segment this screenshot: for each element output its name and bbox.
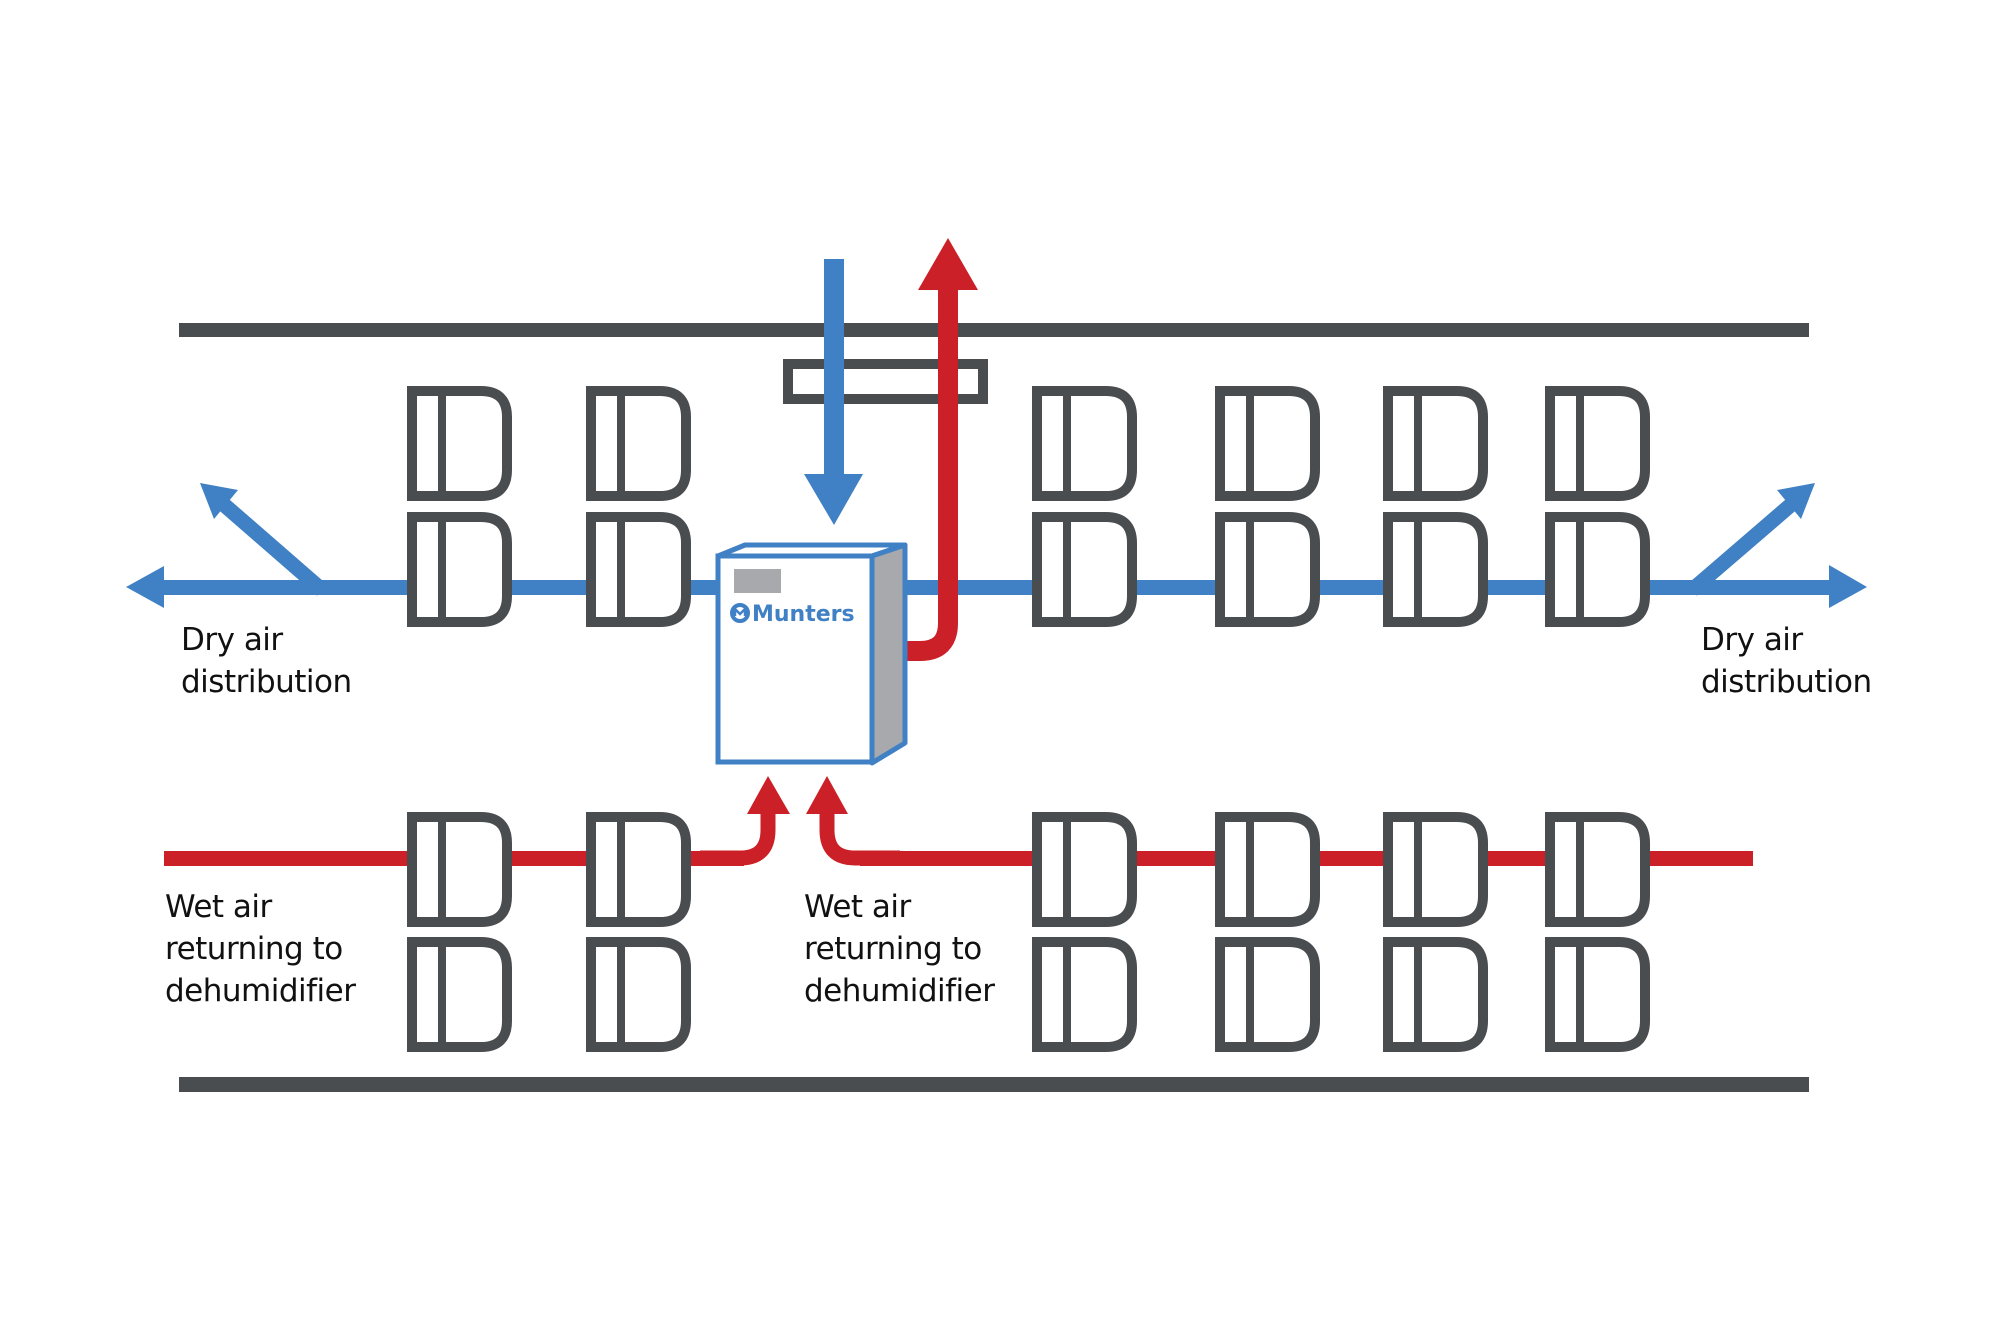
intake-down-arrowhead [804, 474, 863, 525]
dry-air-right-branch-arrowhead [1777, 483, 1815, 519]
exhaust-out [900, 238, 978, 661]
dry-air-right-arrowhead [1829, 565, 1867, 608]
rack-outline [1383, 386, 1488, 501]
dehumidifier-unit[interactable]: Munters [715, 542, 908, 766]
rack-upper-2-1 [586, 386, 691, 501]
rack-upper-6-2 [1545, 512, 1650, 627]
rack-group [407, 386, 1650, 1052]
rack-outline [1032, 512, 1137, 627]
rack-outline [586, 386, 691, 501]
unit-side-face [869, 542, 908, 766]
dry-air-right-line-1: Dry air [1701, 622, 1803, 658]
rack-upper-3-2 [1032, 512, 1137, 627]
wet-air-left-line-2: returning to [165, 931, 343, 967]
wet-air-line [164, 776, 1753, 866]
rack-lower-2-2 [586, 937, 691, 1052]
exhaust-duct [900, 285, 958, 661]
rack-upper-4-2 [1215, 512, 1320, 627]
outside-air-intake [804, 259, 863, 525]
rack-lower-1-1 [407, 812, 512, 927]
munters-logo-icon [730, 603, 750, 623]
rack-lower-5-2 [1383, 937, 1488, 1052]
dry-air-left-branch-arrowhead [200, 483, 238, 519]
rack-lower-3-1 [1032, 812, 1137, 927]
wet-air-left-label: Wet air returning to dehumidifier [165, 889, 356, 1009]
unit-display-panel [734, 569, 781, 593]
rack-upper-1-2 [407, 512, 512, 627]
rack-upper-5-1 [1383, 386, 1488, 501]
rack-upper-2-2 [586, 512, 691, 627]
top-wall [179, 323, 1809, 337]
rack-outline [1383, 512, 1488, 627]
wet-air-left-up-arrowhead [747, 776, 790, 814]
wet-air-right-elbow [819, 810, 900, 866]
intake-duct [824, 259, 844, 477]
dry-air-right-line-2: distribution [1701, 664, 1872, 700]
rack-outline [407, 812, 512, 927]
rack-outline [1215, 812, 1320, 927]
rack-outline [1032, 812, 1137, 927]
wet-air-right-up-arrowhead [806, 776, 848, 814]
rack-outline [1383, 812, 1488, 927]
rack-outline [1545, 386, 1650, 501]
wet-air-center-line-3: dehumidifier [804, 973, 995, 1009]
rack-outline [407, 386, 512, 501]
dry-air-left-line-1: Dry air [181, 622, 283, 658]
rack-outline [1032, 937, 1137, 1052]
dry-air-right-label: Dry air distribution [1701, 622, 1872, 700]
rack-lower-4-1 [1215, 812, 1320, 927]
rack-lower-6-1 [1545, 812, 1650, 927]
rack-lower-2-1 [586, 812, 691, 927]
wet-air-center-line-1: Wet air [804, 889, 912, 925]
rack-outline [1545, 512, 1650, 627]
rack-upper-4-1 [1215, 386, 1320, 501]
dry-air-left-line-2: distribution [181, 664, 352, 700]
rack-outline [1383, 937, 1488, 1052]
rack-lower-3-2 [1032, 937, 1137, 1052]
rack-outline [1215, 937, 1320, 1052]
rack-outline [1032, 386, 1137, 501]
rack-outline [1545, 812, 1650, 927]
rack-upper-6-1 [1545, 386, 1650, 501]
dry-air-right-branch [1687, 497, 1798, 596]
rack-upper-3-1 [1032, 386, 1137, 501]
dry-air-left-label: Dry air distribution [181, 622, 352, 700]
rack-outline [407, 512, 512, 627]
wet-air-left-line-3: dehumidifier [165, 973, 356, 1009]
rack-lower-1-2 [407, 937, 512, 1052]
wet-air-center-line-2: returning to [804, 931, 982, 967]
rack-outline [586, 937, 691, 1052]
rack-outline [407, 937, 512, 1052]
rack-lower-6-2 [1545, 937, 1650, 1052]
rack-outline [586, 512, 691, 627]
rack-lower-4-2 [1215, 937, 1320, 1052]
wet-air-center-label: Wet air returning to dehumidifier [804, 889, 995, 1009]
rack-upper-5-2 [1383, 512, 1488, 627]
bottom-wall [179, 1077, 1809, 1092]
rack-outline [586, 812, 691, 927]
rack-outline [1215, 512, 1320, 627]
rack-upper-1-1 [407, 386, 512, 501]
rack-outline [1545, 937, 1650, 1052]
unit-brand-label: Munters [752, 602, 855, 627]
rack-lower-5-1 [1383, 812, 1488, 927]
exhaust-up-arrowhead [918, 238, 978, 290]
wet-air-left-line-1: Wet air [165, 889, 273, 925]
dry-air-left-arrowhead [126, 566, 164, 608]
rack-outline [1215, 386, 1320, 501]
wet-air-left-elbow [700, 810, 776, 866]
dry-air-left-branch [217, 497, 327, 596]
